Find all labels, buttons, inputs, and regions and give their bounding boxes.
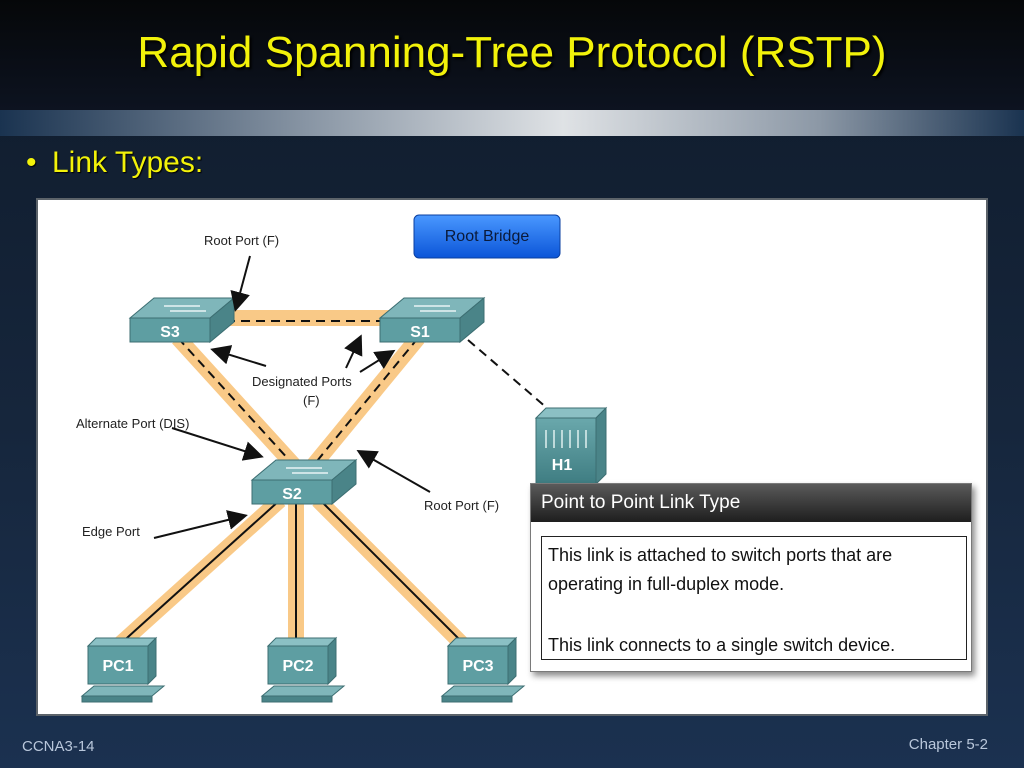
info-box-line2: operating in full-duplex mode. [548,574,785,594]
pc1: PC1 [80,636,166,703]
link-s2-pc1 [107,499,281,656]
root-bridge-label: Root Bridge [445,228,530,245]
switch-s1: S1 [378,296,486,344]
annotation-edge-port: Edge Port [82,524,140,539]
network-diagram: Root Bridge S3 S1 S2 [36,198,988,716]
info-box-body: This link is attached to switch ports th… [541,536,967,660]
annotation-designated-ports-line2: (F) [303,393,320,408]
pc1-label: PC1 [102,658,133,675]
diagram-canvas: Root Bridge S3 S1 S2 [76,214,608,703]
link-highlight-s2-pc3 [312,494,479,661]
info-box-line3: This link connects to a single switch de… [548,635,896,655]
pc3-label: PC3 [462,658,493,675]
hub-h1: H1 [534,406,608,486]
annotation-arrows [153,255,431,539]
arrow-root-port-top [230,255,251,312]
link-highlight-s1-s2 [301,332,425,478]
root-bridge-button: Root Bridge [413,214,561,259]
link-s3-s2 [177,337,301,473]
arrow-alternate-port [171,427,264,461]
header-band [0,110,1024,136]
bullet-item: • Link Types: [26,146,203,180]
bullet-text: Link Types: [52,146,204,179]
slide-title: Rapid Spanning-Tree Protocol (RSTP) [137,28,887,77]
link-s1-h1 [467,339,555,415]
annotation-root-port-top: Root Port (F) [204,233,279,248]
switch-s1-label: S1 [410,324,430,341]
link-s2-pc3 [319,499,476,656]
footer-right: Chapter 5-2 [908,736,988,753]
annotation-designated-ports-line1: Designated Ports [252,374,352,389]
links [107,320,555,656]
pc2-label: PC2 [282,658,313,675]
hub-h1-label: H1 [552,457,573,474]
annotation-alternate-port: Alternate Port (DIS) [76,416,189,431]
annotation-root-port-s2: Root Port (F) [424,498,499,513]
info-box-title: Point to Point Link Type [531,484,971,522]
arrow-root-port-s2 [356,450,431,493]
switch-s3-label: S3 [160,324,180,341]
arrow-designated-s1a [344,334,363,369]
footer-left: CCNA3-14 [22,738,95,755]
bullet-dot: • [26,146,37,179]
arrow-edge-port [153,510,248,539]
pc2: PC2 [260,636,346,703]
switch-s2: S2 [250,458,358,506]
arrow-designated-s3 [210,345,267,367]
switch-s3: S3 [128,296,236,344]
link-type-info-box: Point to Point Link Type This link is at… [530,483,972,672]
arrow-designated-s1b [359,349,396,373]
switch-s2-label: S2 [282,486,302,503]
title-bar [0,0,1024,110]
info-box-line1: This link is attached to switch ports th… [548,545,893,565]
pc3: PC3 [440,636,526,703]
